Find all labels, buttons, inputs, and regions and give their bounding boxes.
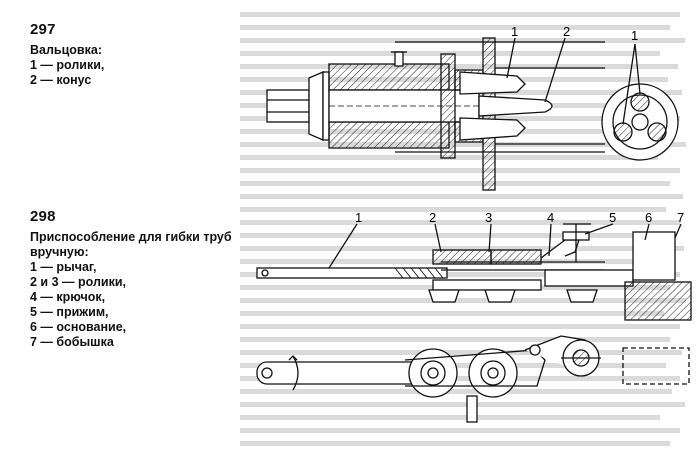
figure-298-legend-item: 1 — рычаг,: [30, 260, 97, 274]
end-view-roller: [630, 92, 650, 112]
figure-297-drawing: 1 2 1: [266, 24, 679, 191]
cone: [478, 95, 553, 117]
callout-1-end-view: 1: [631, 28, 638, 43]
callout-3: 3: [485, 210, 492, 225]
callout-5: 5: [609, 210, 616, 225]
roller-3-plan: [468, 348, 518, 398]
end-view-cone: [631, 113, 649, 131]
figure-298-legend-item: 2 и 3 — ролики,: [30, 275, 126, 289]
base-plate: [624, 281, 692, 321]
figure-297-title: Вальцовка:: [30, 43, 102, 57]
base-plan: [622, 347, 690, 385]
callout-2: 2: [429, 210, 436, 225]
hex-nut: [308, 71, 324, 141]
roller-bottom: [459, 117, 526, 141]
figure-297-legend-item: 2 — конус: [30, 73, 92, 87]
roller-2-plan: [408, 348, 458, 398]
end-view-roller: [647, 122, 667, 142]
stud-7: [466, 395, 478, 423]
base-side: [544, 269, 634, 287]
callout-6: 6: [645, 210, 652, 225]
figure-298-legend-item: 7 — бобышка: [30, 335, 114, 349]
callout-4: 4: [547, 210, 554, 225]
callout-7: 7: [677, 210, 684, 225]
set-screw: [394, 51, 404, 67]
callout-1: 1: [511, 24, 518, 39]
end-view-roller: [613, 122, 633, 142]
roller-top: [459, 71, 526, 95]
callout-1: 1: [355, 210, 362, 225]
hook-side: [540, 239, 580, 259]
figure-297-caption: 297 Вальцовка: 1 — ролики, 2 — конус: [30, 22, 104, 88]
figure-298-number: 298: [30, 208, 56, 225]
roller-body-lower: [328, 121, 450, 149]
figure-298-legend-item: 5 — прижим,: [30, 305, 109, 319]
roller-3-side: [490, 249, 542, 265]
figure-298-title: Приспособление для гибки труб вручную:: [30, 230, 232, 259]
flange-ring: [440, 53, 456, 159]
figure-298-caption: 298 Приспособление для гибки труб вручну…: [30, 209, 235, 350]
roller-body-upper: [328, 63, 450, 91]
roller-handle-shaft: [266, 89, 310, 123]
figure-298-drawing: 1 2 3 4 5 6 7: [256, 210, 692, 423]
figure-297-number: 297: [30, 21, 56, 38]
figure-298-legend-item: 4 — крючок,: [30, 290, 106, 304]
lever-side: [256, 267, 448, 279]
figure-297-legend-item: 1 — ролики,: [30, 58, 105, 72]
callout-2: 2: [563, 24, 570, 39]
figure-298-legend-item: 6 — основание,: [30, 320, 127, 334]
